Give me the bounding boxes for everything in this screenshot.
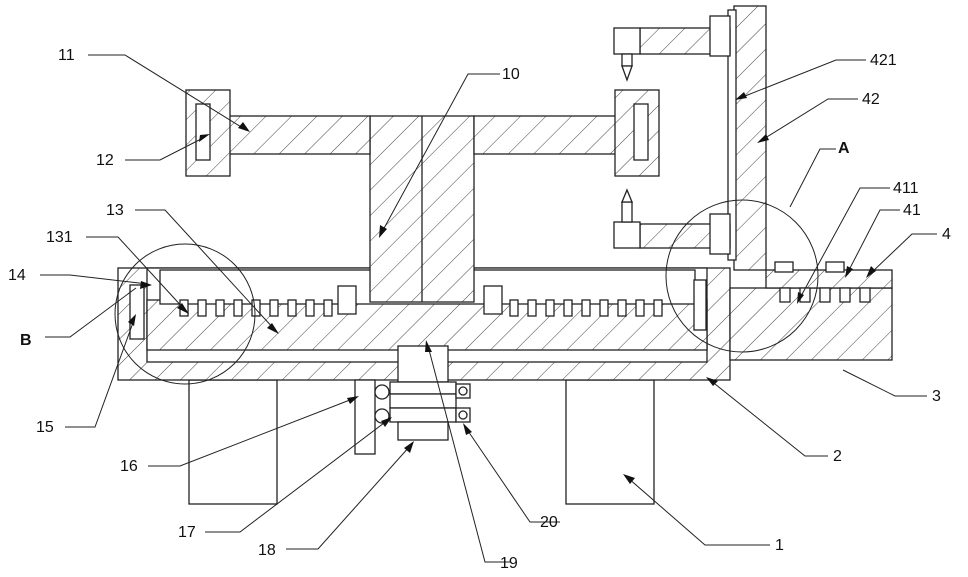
- label-13: 13: [106, 202, 124, 219]
- label-41: 41: [903, 202, 921, 219]
- label-411: 411: [893, 180, 919, 197]
- label-12: 12: [96, 152, 114, 169]
- label-20: 20: [540, 514, 558, 531]
- label-14: 14: [8, 267, 26, 284]
- comb-teeth-right: [510, 300, 662, 316]
- label-detail-a: A: [838, 140, 850, 157]
- central-column: [370, 116, 474, 302]
- label-15: 15: [36, 419, 54, 436]
- comb-teeth-left: [180, 300, 332, 316]
- label-421: 421: [870, 52, 897, 69]
- label-detail-b: B: [20, 332, 32, 349]
- label-42: 42: [862, 91, 880, 108]
- label-16: 16: [120, 458, 138, 475]
- label-131: 131: [46, 229, 73, 246]
- label-1: 1: [775, 537, 784, 554]
- label-17: 17: [178, 524, 196, 541]
- label-4: 4: [942, 226, 951, 243]
- label-3: 3: [932, 388, 941, 405]
- vertical-post: [728, 6, 766, 270]
- label-10: 10: [502, 66, 520, 83]
- label-2: 2: [833, 448, 842, 465]
- label-19: 19: [500, 555, 518, 572]
- label-18: 18: [258, 542, 276, 559]
- label-11: 11: [58, 47, 75, 64]
